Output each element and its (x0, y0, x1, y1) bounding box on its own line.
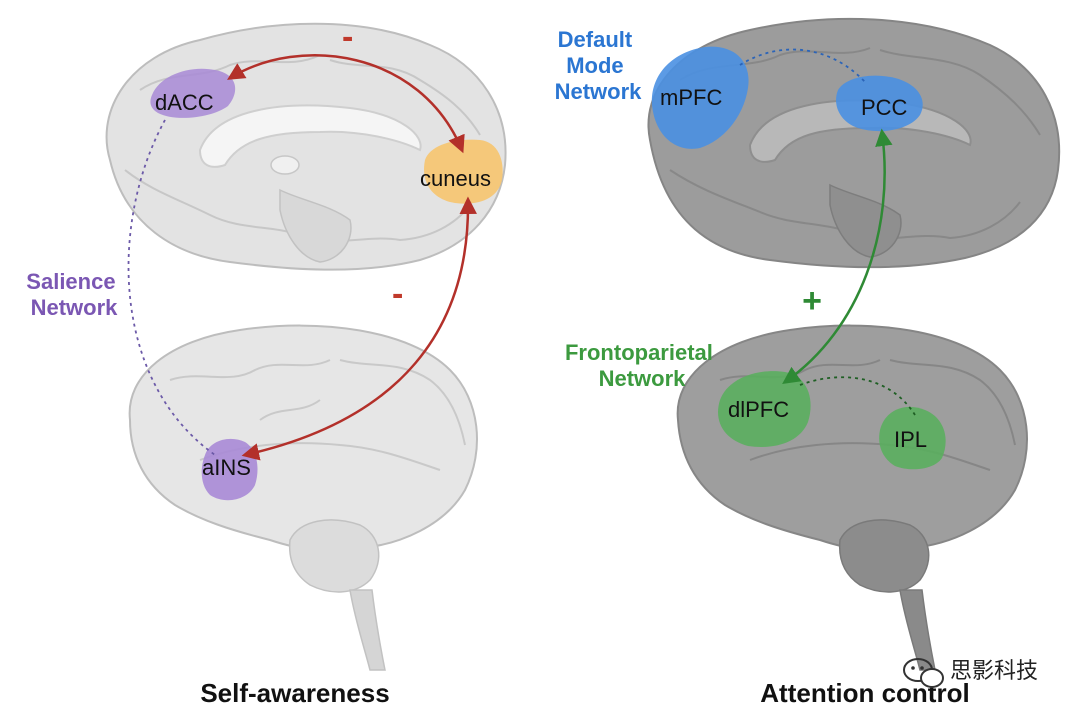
right-lateral-brain (676, 324, 1028, 671)
cuneus-ains-arrow (241, 196, 477, 461)
cuneus-label: cuneus (420, 166, 491, 191)
dlpfc-region (718, 371, 811, 447)
pcc-dlpfc-arrow (782, 128, 893, 384)
left-panel-title: Self-awareness (200, 678, 389, 708)
left-lateral-brain (128, 324, 478, 671)
pcc-region (836, 75, 923, 132)
dlpfc-ipl-dotted-link (799, 376, 916, 416)
watermark-text: 思影科技 (950, 658, 1038, 683)
dacc-cuneus-arrow (227, 54, 465, 154)
mpfc-region (651, 46, 749, 149)
dacc-label: dACC (155, 90, 214, 115)
ains-label: aINS (202, 455, 251, 480)
dacc-ains-dotted-link (127, 119, 216, 456)
ipl-label: IPL (894, 427, 927, 452)
negative-sign-top: - (342, 18, 353, 56)
default-mode-network-label: Default Mode Network (555, 27, 643, 104)
mpfc-label: mPFC (660, 85, 722, 110)
salience-network-label: Salience Network (26, 269, 121, 320)
dacc-region (150, 68, 236, 118)
cuneus-region (424, 139, 503, 204)
dlpfc-label: dlPFC (728, 397, 789, 422)
right-panel: mPFC PCC dlPFC IPL + Default Mode Networ… (555, 17, 1061, 708)
watermark: 思影科技 (903, 658, 1038, 688)
wechat-icon (903, 658, 944, 688)
positive-sign: + (802, 282, 822, 320)
left-panel: dACC cuneus aINS - - Salience Network Se… (26, 18, 507, 708)
pcc-label: PCC (861, 95, 908, 120)
frontoparietal-network-label: Frontoparietal Network (565, 340, 719, 391)
negative-sign-middle: - (392, 275, 403, 313)
ipl-region (879, 406, 946, 470)
mpfc-pcc-dotted-link (739, 48, 866, 83)
